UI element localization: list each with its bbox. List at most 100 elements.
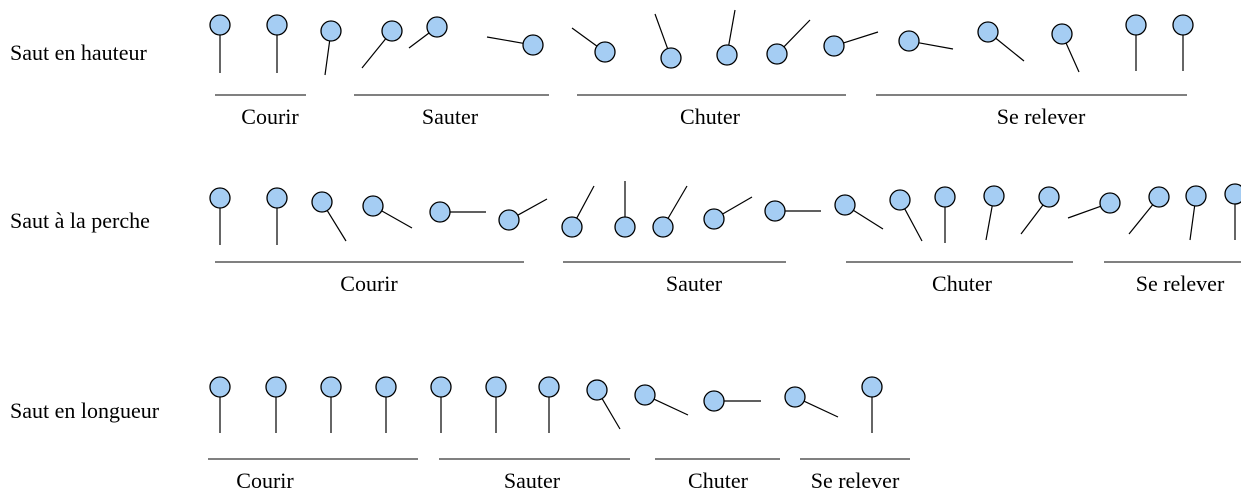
- figure-head: [311, 191, 333, 213]
- phase-label-chuter: Chuter: [932, 271, 993, 296]
- stick-figure: [1125, 14, 1147, 71]
- figure-head: [716, 44, 738, 66]
- figure-body: [904, 208, 923, 242]
- phase-label-chuter: Chuter: [680, 104, 741, 129]
- stick-figure: [784, 386, 839, 418]
- figure-body: [722, 196, 753, 215]
- stick-figure: [266, 187, 288, 245]
- figure-head: [266, 187, 288, 209]
- stick-figure: [703, 390, 761, 412]
- figure-head: [538, 376, 560, 398]
- stick-figure: [408, 16, 448, 49]
- figure-body: [918, 42, 954, 50]
- stick-figure: [586, 379, 621, 430]
- figure-head: [977, 21, 999, 43]
- stick-figure: [362, 195, 413, 229]
- figure-head: [320, 20, 342, 42]
- figure-head: [898, 30, 920, 52]
- figure-head: [426, 16, 448, 38]
- phase-label-sauter: Sauter: [666, 271, 723, 296]
- figure-head: [889, 189, 911, 211]
- figure-body: [783, 19, 811, 48]
- stick-figure: [977, 21, 1025, 62]
- stick-figure: [320, 20, 342, 76]
- stick-figure: [320, 376, 342, 433]
- stick-figure: [538, 376, 560, 433]
- figure-body: [408, 32, 430, 49]
- stick-figure: [498, 198, 548, 231]
- stick-figure: [654, 13, 682, 69]
- phase-label-se-relever: Se relever: [811, 468, 900, 490]
- stick-figure: [430, 376, 452, 433]
- stick-figure: [1128, 186, 1170, 235]
- figure-head: [614, 216, 636, 238]
- figure-body: [995, 37, 1025, 62]
- phase-label-sauter: Sauter: [422, 104, 479, 129]
- figure-head: [766, 43, 788, 65]
- figure-head: [362, 195, 384, 217]
- figure-body: [576, 185, 595, 219]
- figure-head: [764, 200, 786, 222]
- stick-figure: [429, 201, 486, 223]
- figure-head: [1099, 192, 1121, 214]
- figure-body: [667, 185, 688, 219]
- stick-figure: [898, 30, 954, 52]
- stick-figure: [614, 181, 636, 238]
- figure-head: [703, 208, 725, 230]
- stick-figure: [983, 185, 1005, 241]
- stick-figure: [634, 384, 689, 416]
- stick-figure: [485, 376, 507, 433]
- stick-figure: [1224, 183, 1241, 240]
- figure-head: [381, 20, 403, 42]
- stick-figure: [764, 200, 821, 222]
- figure-body: [1128, 204, 1154, 235]
- phase-label-sauter: Sauter: [504, 468, 561, 490]
- figure-head: [522, 34, 544, 56]
- row-label: Saut en longueur: [10, 398, 160, 423]
- stick-figure: [209, 14, 231, 73]
- figure-head: [320, 376, 342, 398]
- figure-head: [834, 194, 856, 216]
- figure-body: [654, 13, 669, 49]
- stick-figure: [209, 187, 231, 245]
- figure-head: [823, 35, 845, 57]
- figure-body: [361, 38, 387, 69]
- figure-body: [517, 198, 548, 216]
- figure-head: [1051, 23, 1073, 45]
- figure-head: [561, 216, 583, 238]
- figure-head: [209, 14, 231, 36]
- phase-label-se-relever: Se relever: [997, 104, 1086, 129]
- figure-head: [266, 14, 288, 36]
- figure-body: [571, 27, 598, 47]
- stick-figure: [823, 31, 879, 57]
- figure-body: [486, 36, 524, 44]
- figure-head: [1038, 186, 1060, 208]
- stick-figure: [311, 191, 347, 242]
- row-label: Saut en hauteur: [10, 40, 148, 65]
- figures: [209, 181, 1241, 245]
- figure-head: [1224, 183, 1241, 205]
- figure-head: [586, 379, 608, 401]
- figure-head: [983, 185, 1005, 207]
- figure-head: [861, 376, 883, 398]
- figure-head: [652, 216, 674, 238]
- figure-head: [703, 390, 725, 412]
- figure-body: [843, 31, 879, 44]
- figure-body: [1065, 42, 1080, 73]
- stick-figure: [1067, 192, 1121, 219]
- figure-head: [498, 209, 520, 231]
- figure-body: [853, 209, 884, 230]
- figure-head: [485, 376, 507, 398]
- figure-head: [429, 201, 451, 223]
- stick-figure: [766, 19, 811, 65]
- row-long-jump: Saut en longueur Courir Sauter Chuter Se…: [10, 376, 910, 490]
- stick-figure: [652, 185, 688, 238]
- figure-head: [634, 384, 656, 406]
- stick-figure: [361, 20, 403, 69]
- figures: [209, 376, 883, 433]
- figure-body: [985, 205, 993, 241]
- stick-figure: [561, 185, 595, 238]
- phase-label-chuter: Chuter: [688, 468, 749, 490]
- row-label: Saut à la perche: [10, 208, 150, 233]
- stick-figure: [1051, 23, 1080, 73]
